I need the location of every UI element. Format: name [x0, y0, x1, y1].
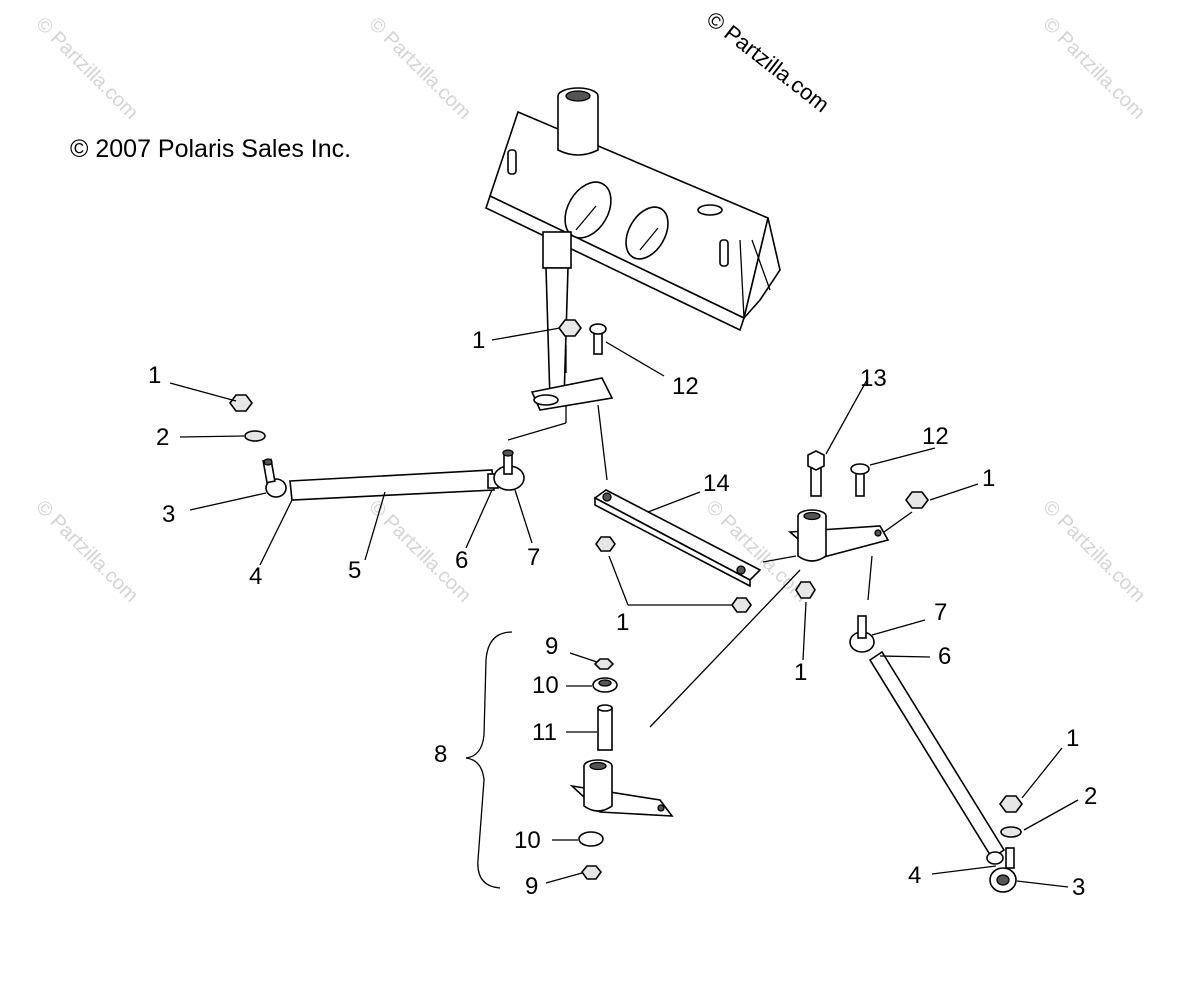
- callout-1: 1: [982, 465, 995, 492]
- watermark-text: © Partzilla.com: [1038, 496, 1149, 607]
- callout-12: 12: [922, 423, 949, 450]
- callout-3: 3: [162, 501, 175, 528]
- callout-9: 9: [545, 633, 558, 660]
- callout-9: 9: [525, 873, 538, 900]
- lower-pivot-assembly: [569, 658, 674, 880]
- pivot-arm-right: [788, 509, 890, 562]
- callout-6: 6: [455, 547, 468, 574]
- callout-14: 14: [703, 470, 730, 497]
- assembly-bracket: [465, 631, 513, 889]
- callout-1: 1: [616, 609, 629, 636]
- pins: [589, 323, 870, 497]
- callout-10: 10: [514, 827, 541, 854]
- frame-bracket: [485, 87, 781, 332]
- callout-12: 12: [672, 373, 699, 400]
- callout-2: 2: [1084, 783, 1097, 810]
- bolt: [807, 450, 825, 497]
- callout-7: 7: [527, 544, 540, 571]
- copyright-text: © 2007 Polaris Sales Inc.: [70, 135, 351, 163]
- callout-3: 3: [1072, 874, 1085, 901]
- callout-10: 10: [532, 672, 559, 699]
- callout-11: 11: [532, 719, 557, 746]
- leader-lines: [169, 327, 1079, 888]
- nuts-washers: [229, 319, 1023, 838]
- callout-1: 1: [794, 659, 807, 686]
- plate: [593, 489, 762, 588]
- callout-7: 7: [934, 599, 947, 626]
- callout-8: 8: [434, 741, 447, 768]
- callout-4: 4: [908, 862, 921, 889]
- callout-13: 13: [860, 365, 887, 392]
- callout-1: 1: [1066, 725, 1079, 752]
- tie-rod-left: [262, 449, 525, 501]
- watermark-text: © Partzilla.com: [31, 496, 142, 607]
- watermark-main: © Partzilla.com: [702, 6, 834, 117]
- watermark-text: © Partzilla.com: [1038, 13, 1149, 124]
- callout-1: 1: [148, 362, 161, 389]
- callout-labels: 1 2 3 4 5 6 7 1 12 14 1 1 13 12 1 7 6 1 …: [148, 327, 1097, 901]
- callout-2: 2: [156, 424, 169, 451]
- steering-post: [530, 231, 614, 411]
- watermark-text: © Partzilla.com: [31, 13, 142, 124]
- tie-rod-right: [849, 615, 1017, 893]
- watermark-text: © Partzilla.com: [364, 13, 475, 124]
- callout-4: 4: [249, 563, 262, 590]
- callout-5: 5: [348, 557, 361, 584]
- callout-1: 1: [472, 327, 485, 354]
- callout-6: 6: [938, 643, 951, 670]
